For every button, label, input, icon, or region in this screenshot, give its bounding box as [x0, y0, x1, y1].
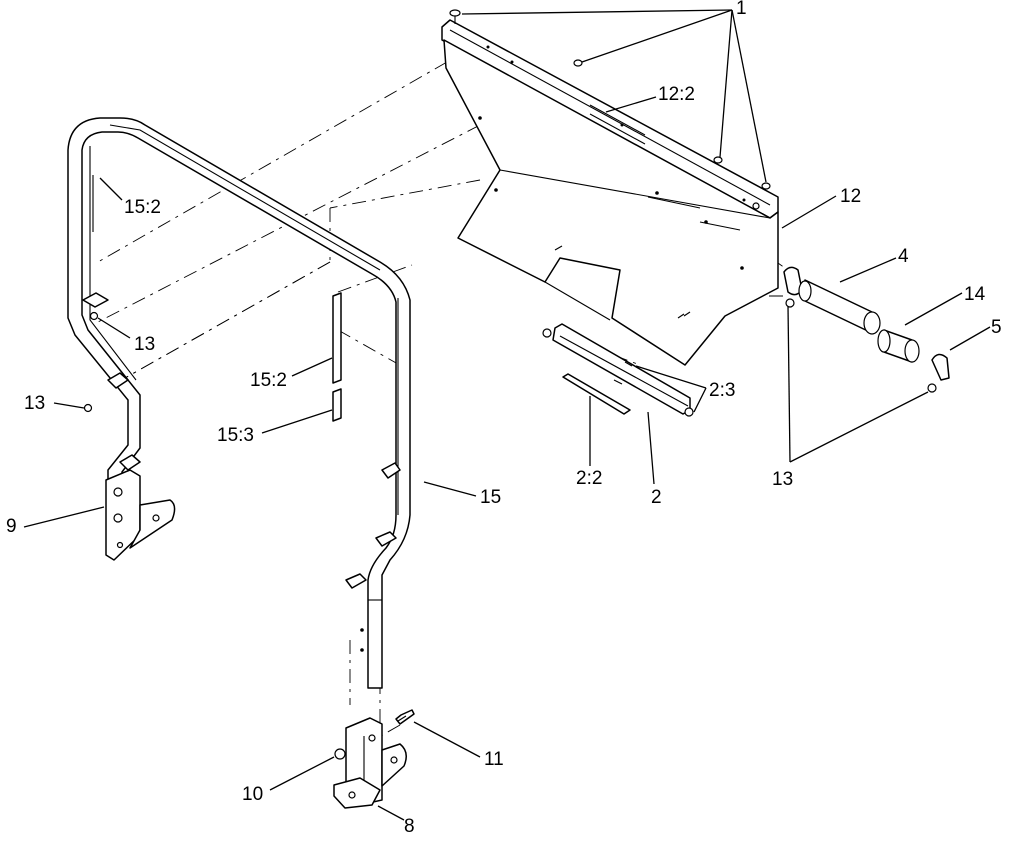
- callout-13-upper: 13: [134, 334, 155, 355]
- frame-15: [67, 117, 411, 689]
- callout-9: 9: [6, 516, 17, 537]
- bar-2: [542, 323, 694, 417]
- callout-labels: 1 12:2 12 4 14 5 13 2:3 2:2 2 15:2 13 13…: [6, 0, 1002, 837]
- callout-2: 2: [651, 487, 662, 508]
- bracket-9: [105, 469, 176, 561]
- callout-15: 15: [480, 487, 501, 508]
- callout-4: 4: [898, 246, 909, 267]
- leader-lines: [23, 9, 991, 821]
- callout-1: 1: [736, 0, 747, 19]
- bracket-8: [333, 717, 407, 809]
- nuts-13: [83, 311, 99, 413]
- callout-2-3: 2:3: [709, 380, 735, 401]
- callout-10: 10: [242, 784, 263, 805]
- callout-11: 11: [484, 749, 504, 770]
- cylinder-assembly: [783, 266, 950, 393]
- screws-1: [449, 9, 771, 190]
- callout-15-2-mid: 15:2: [250, 370, 287, 391]
- callout-15-2-top: 15:2: [124, 197, 161, 218]
- callout-2-2: 2:2: [576, 468, 602, 489]
- callout-12-2: 12:2: [658, 84, 695, 105]
- callout-13-left: 13: [24, 393, 45, 414]
- callout-14: 14: [964, 284, 986, 305]
- callout-12: 12: [840, 186, 861, 207]
- callout-15-3: 15:3: [217, 425, 254, 446]
- hardware-10-11: [334, 709, 415, 760]
- callout-8: 8: [404, 816, 415, 837]
- callout-13-right: 13: [772, 469, 793, 490]
- callout-5: 5: [991, 317, 1002, 338]
- panel-12: [441, 19, 779, 366]
